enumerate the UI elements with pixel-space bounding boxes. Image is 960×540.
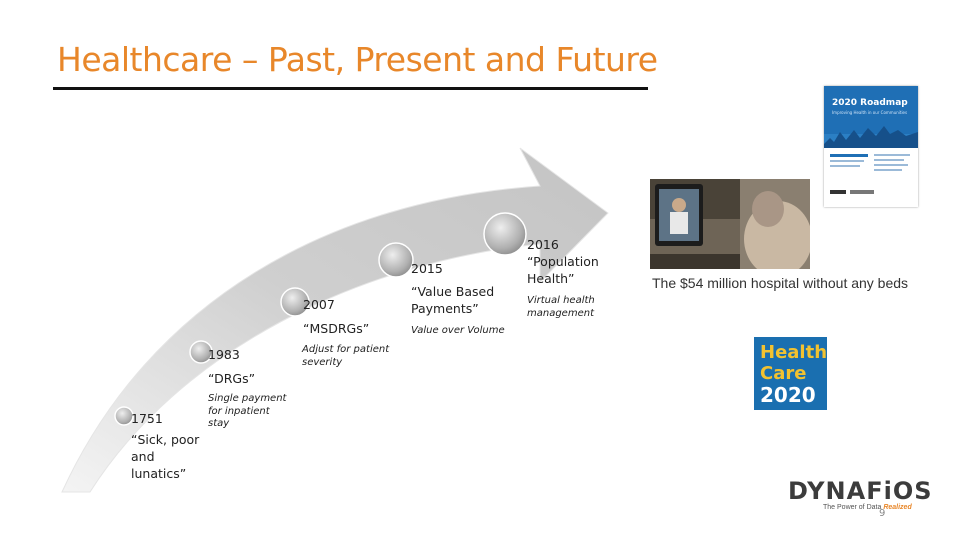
milestone-1983-circle <box>189 340 213 364</box>
milestone-2015-note: Value over Volume <box>411 325 505 336</box>
milestone-2016-label: “Population Health” <box>527 254 599 286</box>
telehealth-photo <box>650 179 810 269</box>
hc2020-care: Care <box>760 363 807 384</box>
hc2020-year: 2020 <box>760 383 816 407</box>
health-care-2020-logo: Health Care 2020 <box>754 337 827 410</box>
dynafios-tagline: The Power of Data Realized <box>823 504 912 511</box>
hospital-caption: The $54 million hospital without any bed… <box>652 275 909 291</box>
milestone-2015-year: 2015 <box>411 261 443 276</box>
milestone-2016-circle <box>483 212 527 256</box>
roadmap-skyline-graphic <box>824 126 918 207</box>
milestone-1751-year: 1751 <box>131 411 163 426</box>
milestone-1983-label: “DRGs” <box>208 371 256 386</box>
milestone-1983-note: Single payment for inpatient stay <box>208 393 287 429</box>
milestone-1983-year: 1983 <box>208 347 240 362</box>
milestone-2007-note: Adjust for patient severity <box>302 344 390 368</box>
tagline-prefix: The Power of Data <box>823 504 882 511</box>
arrow-body <box>61 147 609 493</box>
milestone-2007-circle <box>280 287 310 317</box>
milestone-2015-circle <box>378 242 414 278</box>
roadmap-title: 2020 Roadmap <box>832 98 908 108</box>
roadmap-report-cover: 2020 Roadmap Improving Health in our Com… <box>824 86 918 207</box>
milestone-2016-year: 2016 <box>527 237 559 252</box>
slide-title: Healthcare – Past, Present and Future <box>57 40 658 79</box>
title-underline <box>53 87 648 90</box>
page-number: 9 <box>879 508 886 519</box>
tagline-suffix: Realized <box>883 504 912 511</box>
hc2020-health: Health <box>760 342 828 363</box>
milestone-1751-circle <box>114 406 134 426</box>
milestone-2016-note: Virtual health management <box>527 295 595 319</box>
milestone-2007-label: “MSDRGs” <box>303 321 370 336</box>
roadmap-subtitle: Improving Health in our Communities <box>832 110 908 115</box>
milestone-2007-year: 2007 <box>303 297 335 312</box>
milestone-2015-label: “Value Based Payments” <box>411 284 495 316</box>
dynafios-logo: DYNAFiOS <box>788 477 933 505</box>
milestone-1751-label: “Sick, poor and lunatics” <box>131 432 200 481</box>
